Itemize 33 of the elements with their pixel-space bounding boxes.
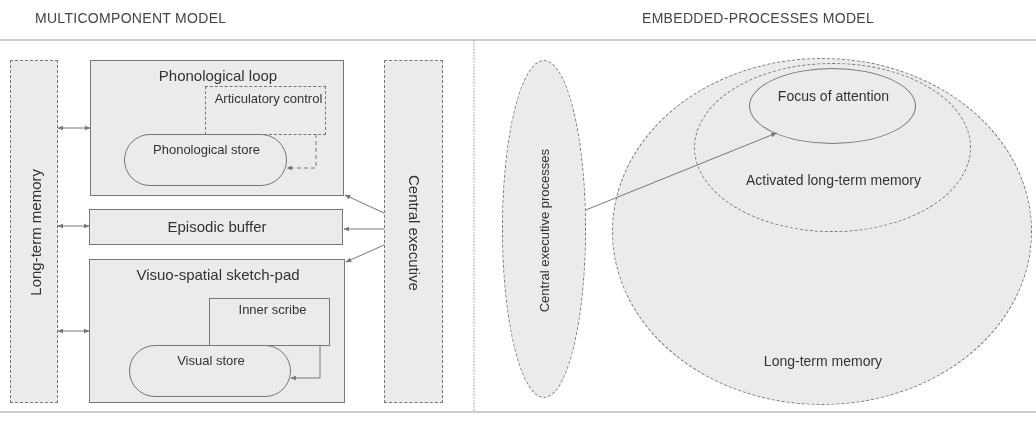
arrow [344,194,385,214]
executive-box [384,60,443,403]
arrow [290,344,321,381]
node-label: Central executive [406,174,424,291]
panel-heading: EMBEDDED-PROCESSES MODEL [642,10,875,26]
double-arrow [57,223,90,229]
node-label: Long-term memory [26,169,44,296]
arrow [286,133,317,171]
arrow [345,244,385,263]
node-label: Inner scribe [237,303,308,318]
arrow [343,226,385,232]
node-label: Activated long-term memory [744,172,923,189]
node-label: Phonological store [152,143,261,158]
control-box [205,86,326,135]
node-label: Visuo-spatial sketch-pad [135,266,301,284]
component-box [90,60,344,196]
store-capsule [129,345,291,397]
memory-box [10,60,58,403]
double-arrow [57,125,91,131]
panel-heading: MULTICOMPONENT MODEL [35,10,227,26]
node-label: Long-term memory [762,353,884,370]
double-arrow [57,328,90,334]
node-label: Focus of attention [776,88,891,105]
component-box [89,209,343,245]
node-label: Articulatory control [213,92,324,107]
arrow [585,132,778,211]
node-label: Phonological loop [157,67,279,85]
store-capsule [124,134,287,186]
node-label: Central executive processes [537,148,553,312]
scribe-box [209,298,330,346]
node-label: Visual store [176,354,246,369]
component-box [89,259,345,403]
node-label: Episodic buffer [166,218,268,236]
